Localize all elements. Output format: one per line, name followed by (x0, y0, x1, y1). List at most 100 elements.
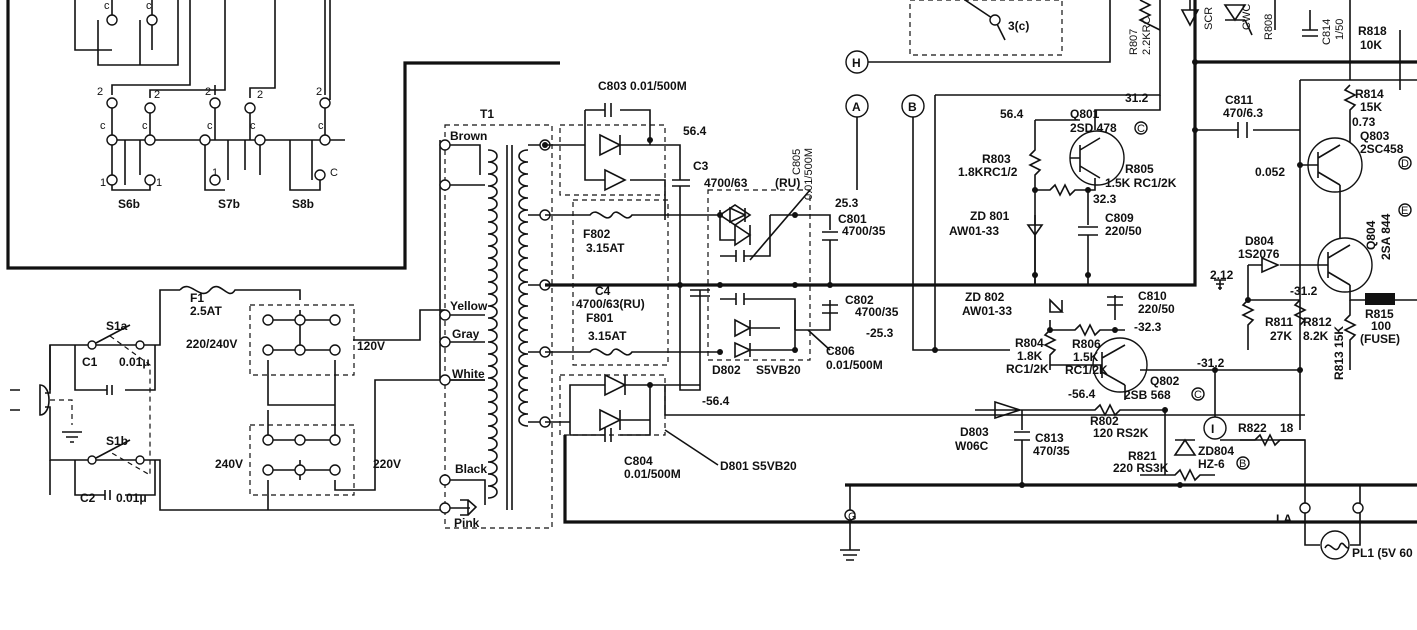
label-c805: C805 (791, 149, 803, 175)
label-c813-value: 470/35 (1033, 444, 1070, 458)
label-la: LA (1276, 512, 1292, 526)
label-zd801: ZD 801 (970, 209, 1010, 223)
label-c806-value: 0.01/500M (826, 358, 883, 372)
label-c2: C2 (80, 491, 96, 505)
voltage-56-4-q801: 56.4 (1000, 107, 1024, 121)
label-ru: (RU) (775, 176, 800, 190)
label-r803-value: 1.8KRC1/2 (958, 165, 1018, 179)
label-r806: R806 (1072, 337, 1101, 351)
label-zd804-grade: B (1239, 458, 1246, 470)
pin-c-3: c (100, 120, 106, 132)
label-zd802: ZD 802 (965, 290, 1005, 304)
pin-c-5: c (207, 120, 213, 132)
label-c809-value: 220/50 (1105, 224, 1142, 238)
label-r815: R815 (1365, 307, 1394, 321)
label-f1: F1 (190, 291, 204, 305)
label-120v: 120V (357, 339, 385, 353)
label-r807-value: 2.2KRC (1141, 16, 1153, 55)
tap-brown: Brown (450, 129, 487, 143)
voltage-neg-25-3: -25.3 (866, 326, 894, 340)
node-3c: 3(c) (1008, 19, 1029, 33)
voltage-0-052: 0.052 (1255, 165, 1285, 179)
label-220v: 220V (373, 457, 401, 471)
label-f801-value: 3.15AT (588, 329, 627, 343)
label-d803-type: W06C (955, 439, 989, 453)
pin-2-1: 2 (97, 86, 103, 98)
label-r812: R812 (1303, 315, 1332, 329)
transformer-t1: T1 Brown Yellow Gray White Black Pink (439, 107, 553, 530)
node-i: I (1211, 422, 1214, 436)
voltage-neg-31-2-a: -31.2 (1290, 284, 1318, 298)
regulator-section: 3(c) H A B (845, 0, 1417, 560)
label-d801: D801 S5VB20 (720, 459, 797, 473)
voltage-32-3: 32.3 (1093, 192, 1117, 206)
label-f801: F801 (586, 311, 614, 325)
rectifier-section: C803 0.01/500M 56.4 C3 4700/63 (RU) C805… (542, 79, 1305, 481)
label-d802-type: S5VB20 (756, 363, 801, 377)
label-s1a: S1a (106, 319, 128, 333)
label-r807: R807 (1128, 29, 1140, 55)
label-zd801-type: AW01-33 (949, 224, 999, 238)
label-pl1: PL1 (5V 60 (1352, 546, 1413, 560)
label-r804: R804 (1015, 336, 1044, 350)
label-scr: SCR (1203, 7, 1215, 30)
label-r821-value: 220 RS3K (1113, 461, 1169, 475)
label-c811-value: 470/6.3 (1223, 106, 1263, 120)
label-q802-grade: C (1194, 389, 1202, 401)
node-g: G (848, 511, 857, 523)
voltage-0-73: 0.73 (1352, 115, 1376, 129)
label-q803-type: 2SC458 (1360, 142, 1404, 156)
label-r815-fuse: (FUSE) (1360, 332, 1400, 346)
label-s7b: S7b (218, 197, 240, 211)
fuse-r815 (1365, 293, 1395, 305)
voltage-56-4-top: 56.4 (683, 124, 707, 138)
label-c4: C4 (595, 284, 611, 298)
label-q803: Q803 (1360, 129, 1390, 143)
pin-2-3: 2 (205, 86, 211, 98)
label-c2-value: 0.01μ (116, 491, 147, 505)
label-s1b: S1b (106, 434, 128, 448)
label-q803-grade: D (1401, 158, 1409, 170)
voltage-2-12: 2.12 (1210, 268, 1234, 282)
label-r811: R811 (1265, 315, 1293, 329)
label-c805-value: 0.01/500M (803, 148, 815, 200)
pin-2-4: 2 (257, 89, 263, 101)
label-r811-value: 27K (1270, 329, 1292, 343)
label-240v: 240V (215, 457, 243, 471)
pin-2-5: 2 (316, 86, 322, 98)
label-c801: C801 (838, 212, 867, 226)
label-c1-value: 0.01μ (119, 355, 150, 369)
label-c3: C3 (693, 159, 709, 173)
label-q802-type: 2SB 568 (1124, 388, 1171, 402)
tap-yellow: Yellow (450, 299, 488, 313)
switch-block: c c 2 2 2 2 2 c c c c c 1 1 1 C S6b S7b … (6, 0, 560, 270)
label-q802: Q802 (1150, 374, 1180, 388)
pin-C-1: C (330, 167, 338, 179)
label-r822: R822 (1238, 421, 1267, 435)
label-d802: D802 (712, 363, 741, 377)
pin-2-2: 2 (154, 89, 160, 101)
label-d803: D803 (960, 425, 989, 439)
label-q804-grade: E (1401, 205, 1408, 217)
label-c803: C803 0.01/500M (598, 79, 687, 93)
ac-input-section: F1 2.5AT S1a S1b C1 0.01μ C2 0.01μ (10, 285, 440, 511)
label-q801: Q801 (1070, 107, 1100, 121)
label-r805-value: 1.5K RC1/2K (1105, 176, 1177, 190)
pin-c-4: c (142, 120, 148, 132)
voltage-neg-56-4-b: -56.4 (1068, 387, 1096, 401)
label-c1: C1 (82, 355, 98, 369)
pin-1-3: 1 (212, 167, 218, 179)
label-c802-value: 4700/35 (855, 305, 899, 319)
label-r821: R821 (1128, 449, 1157, 463)
label-c809: C809 (1105, 211, 1134, 225)
label-d804: D804 (1245, 234, 1274, 248)
tap-black: Black (455, 462, 487, 476)
label-r814: R814 (1355, 87, 1384, 101)
pin-c-6: c (250, 120, 256, 132)
label-c810-value: 220/50 (1138, 302, 1175, 316)
label-c806: C806 (826, 344, 855, 358)
label-c804-value: 0.01/500M (624, 467, 681, 481)
label-d804-type: 1S2076 (1238, 247, 1280, 261)
label-q801-type: 2SD 478 (1070, 121, 1117, 135)
